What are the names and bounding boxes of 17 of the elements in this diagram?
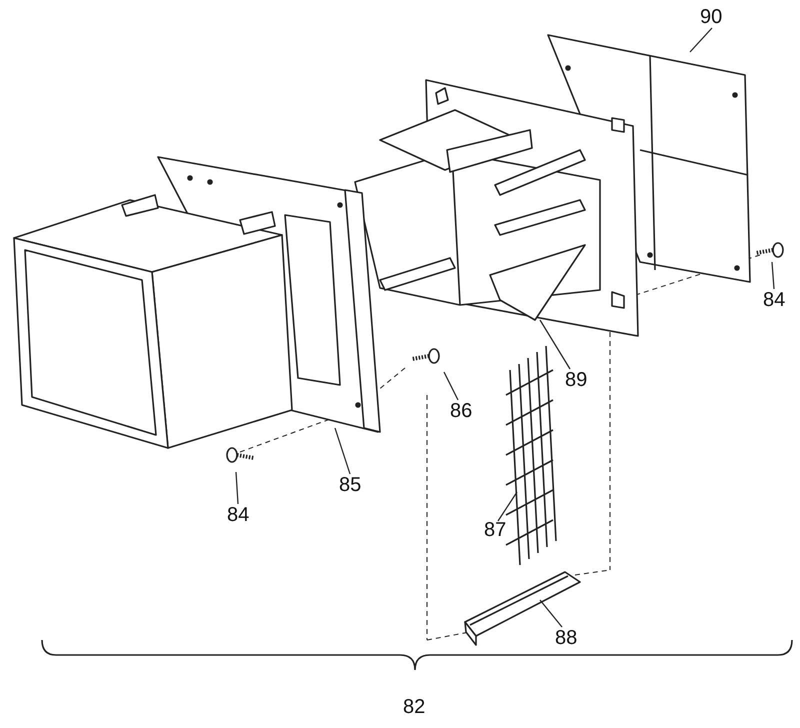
leader-line	[540, 600, 562, 628]
callout-number: 88	[555, 627, 578, 649]
callout-number: 84	[763, 289, 786, 311]
callout-number: 82	[403, 696, 426, 718]
leader-line	[334, 428, 351, 474]
callout-number: 84	[227, 504, 250, 526]
callout-number: 85	[339, 474, 362, 496]
callout-number: 86	[450, 400, 472, 422]
callout-number: 90	[700, 6, 722, 28]
leader-line	[539, 320, 571, 370]
leader-line	[235, 472, 239, 504]
leader-line	[443, 372, 459, 400]
callout-number: 87	[484, 519, 506, 541]
leader-line	[690, 28, 712, 52]
callout-number: 89	[565, 369, 588, 391]
leader-line	[498, 492, 518, 522]
leader-line	[771, 262, 775, 290]
